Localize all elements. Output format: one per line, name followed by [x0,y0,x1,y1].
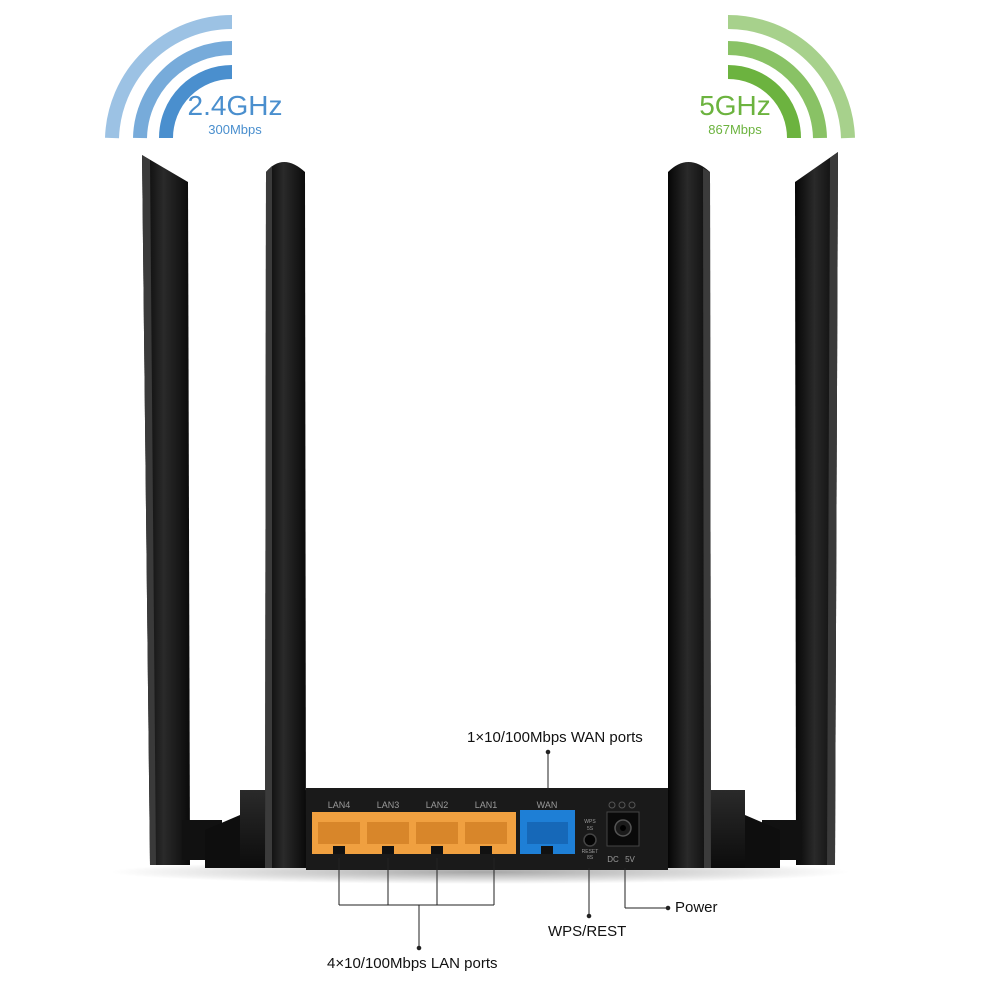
lan-annotation: 4×10/100Mbps LAN ports [327,955,498,972]
band-24-rate: 300Mbps [208,122,262,137]
reset-label: RESET [582,849,599,855]
band-5-frequency: 5GHz [699,90,771,121]
wps-time-label: 5S [587,826,594,832]
band-5-rate: 867Mbps [708,122,762,137]
dc-label: DC [607,855,619,864]
band-24-frequency: 2.4GHz [187,90,283,121]
wps-annotation: WPS/REST [548,923,627,940]
lan2-label: LAN2 [426,800,449,810]
lan1-label: LAN1 [475,800,498,810]
antenna-2 [265,162,306,868]
wan-label: WAN [537,800,558,810]
voltage-label: 5V [625,855,635,864]
antenna-3 [668,162,711,868]
wps-label: WPS [584,819,596,825]
lan3-label: LAN3 [377,800,400,810]
wifi-signal-24-icon [105,15,233,139]
port-panel [312,801,640,854]
reset-time-label: 8S [587,855,594,861]
power-annotation: Power [675,899,718,916]
lan4-label: LAN4 [328,800,351,810]
antenna-1 [142,155,222,865]
antenna-4 [762,152,838,865]
callout-lines [338,749,671,951]
wps-reset-button [583,833,597,847]
wifi-signal-5-icon [727,15,855,139]
wan-annotation: 1×10/100Mbps WAN ports [467,729,643,746]
